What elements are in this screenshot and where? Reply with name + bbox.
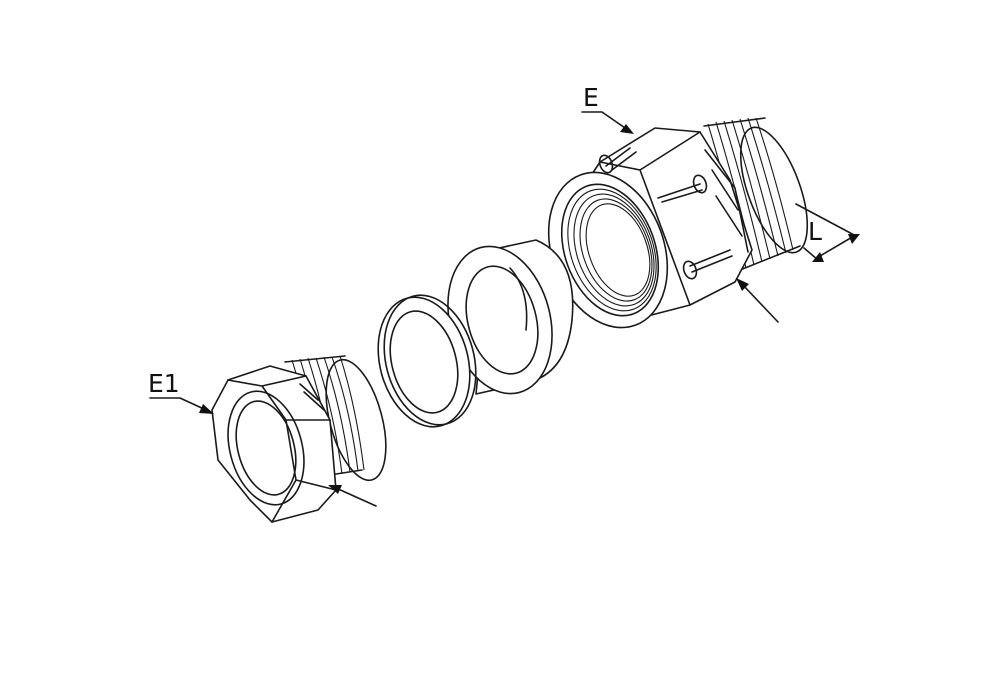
label-e1: E1 [148,369,180,398]
coupling-body [547,117,809,329]
hex-nut-assembly [211,355,387,523]
label-e: E [583,83,599,112]
dimension-l [795,203,860,262]
flat-washer [377,294,477,428]
callout-e [581,111,634,134]
callout-e1 [149,397,214,414]
callout-lower-right [736,278,779,323]
label-l: L [808,217,822,246]
callout-lower-left [328,485,377,507]
